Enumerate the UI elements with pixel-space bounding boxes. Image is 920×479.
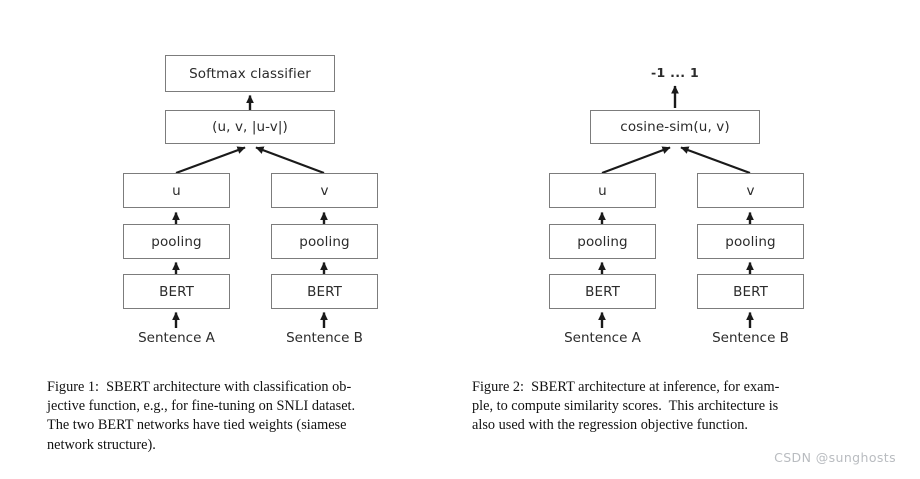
node-label: pooling [725,233,776,250]
node-label: Softmax classifier [189,65,311,82]
node-v-embedding: v [697,173,804,208]
node-label: v [746,182,755,199]
caption-line: network structure). [47,436,156,453]
input-label-text: Sentence A [138,330,215,346]
node-pooling-right: pooling [271,224,378,259]
caption-line: The two BERT networks have tied weights … [47,417,347,434]
node-bert-left: BERT [123,274,230,309]
node-v-embedding: v [271,173,378,208]
caption-line: ple, to compute similarity scores. This … [472,398,779,415]
output-range-label: -1 ... 1 [615,62,735,82]
node-label: BERT [307,283,342,300]
node-bert-right: BERT [271,274,378,309]
input-label-sentence-b: Sentence B [687,328,814,348]
node-bert-left: BERT [549,274,656,309]
node-label: pooling [299,233,350,250]
node-u-embedding: u [549,173,656,208]
node-softmax-classifier: Softmax classifier [165,55,335,92]
caption-line: jective function, e.g., for fine-tuning … [47,398,356,415]
node-label: BERT [159,283,194,300]
node-label: BERT [733,283,768,300]
figure-2-caption: Figure 2: SBERT architecture at inferenc… [472,378,872,436]
figure-1-caption: Figure 1: SBERT architecture with classi… [47,378,395,455]
figure-2-connectors [598,85,754,328]
input-label-text: Sentence B [712,330,789,346]
node-label: u [172,182,181,199]
input-label-sentence-b: Sentence B [261,328,388,348]
csdn-watermark: CSDN @sunghosts [774,450,896,465]
node-concat-features: (u, v, |u-v|) [165,110,335,144]
node-label: v [320,182,329,199]
node-label: u [598,182,607,199]
input-label-text: Sentence A [564,330,641,346]
caption-line: also used with the regression objective … [472,417,748,434]
node-pooling-left: pooling [123,224,230,259]
node-label: (u, v, |u-v|) [212,119,288,135]
node-bert-right: BERT [697,274,804,309]
node-u-embedding: u [123,173,230,208]
node-label: cosine-sim(u, v) [620,119,730,135]
input-label-sentence-a: Sentence A [113,328,240,348]
node-label: BERT [585,283,620,300]
figure-1-connectors [172,94,328,328]
node-label: pooling [151,233,202,250]
figure-1-diagram: Softmax classifier (u, v, |u-v|) u v poo… [0,0,460,368]
node-label: pooling [577,233,628,250]
output-range-text: -1 ... 1 [651,64,699,80]
caption-line: Figure 1: SBERT architecture with classi… [47,379,352,395]
node-cosine-similarity: cosine-sim(u, v) [590,110,760,144]
figure-2-diagram: -1 ... 1 cosine-sim(u, v) u v pooling po… [460,0,920,368]
input-label-sentence-a: Sentence A [539,328,666,348]
input-label-text: Sentence B [286,330,363,346]
node-pooling-left: pooling [549,224,656,259]
node-pooling-right: pooling [697,224,804,259]
caption-line: Figure 2: SBERT architecture at inferenc… [472,379,780,395]
